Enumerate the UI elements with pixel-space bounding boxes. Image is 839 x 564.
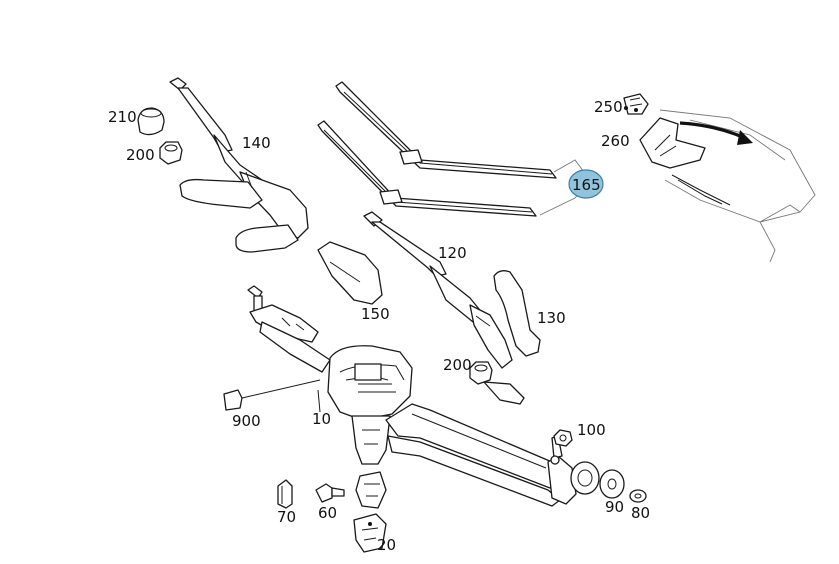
cover-part-150 bbox=[317, 241, 383, 305]
wiper-linkage-10 bbox=[247, 285, 625, 507]
callout-165-highlight bbox=[568, 169, 604, 199]
washer-part-80 bbox=[629, 489, 647, 503]
callout-165: 165 bbox=[572, 176, 601, 194]
callout-20: 20 bbox=[377, 536, 396, 554]
callout-200-upper: 200 bbox=[126, 146, 155, 164]
direction-arrow bbox=[679, 121, 753, 145]
callout-70: 70 bbox=[277, 508, 296, 526]
sensor-cover-part bbox=[639, 117, 706, 169]
callout-130: 130 bbox=[537, 309, 566, 327]
hose-part-130 bbox=[493, 270, 541, 357]
callout-10: 10 bbox=[312, 410, 331, 428]
callout-150: 150 bbox=[361, 305, 390, 323]
leader-line-10 bbox=[317, 389, 321, 413]
nut-part-200-lower bbox=[469, 361, 525, 405]
callout-210: 210 bbox=[108, 108, 137, 126]
callout-200-lower: 200 bbox=[443, 356, 472, 374]
nut-part-100 bbox=[553, 429, 573, 447]
wiper-blades-165 bbox=[317, 81, 591, 217]
callout-labels: 210 200 140 165 250 260 120 150 130 200 … bbox=[108, 98, 650, 554]
wiper-arm-140 bbox=[169, 77, 309, 253]
callout-120: 120 bbox=[438, 244, 467, 262]
nut-part-200-upper bbox=[159, 141, 183, 165]
connector-part-900 bbox=[223, 379, 321, 411]
callout-250: 250 bbox=[594, 98, 623, 116]
callout-140: 140 bbox=[242, 134, 271, 152]
callout-100: 100 bbox=[577, 421, 606, 439]
car-body-outline bbox=[659, 109, 816, 263]
clip-part-20 bbox=[353, 513, 387, 553]
bracket-part bbox=[355, 471, 387, 509]
wiper-arm-120 bbox=[363, 211, 513, 369]
callout-260: 260 bbox=[601, 132, 630, 150]
cap-part-210 bbox=[137, 107, 165, 136]
cap-part-70 bbox=[277, 479, 293, 509]
rain-sensor-part bbox=[623, 93, 649, 115]
callout-60: 60 bbox=[318, 504, 337, 522]
callout-80: 80 bbox=[631, 504, 650, 522]
bolt-part-60 bbox=[315, 483, 345, 503]
callout-900: 900 bbox=[232, 412, 261, 430]
callout-90: 90 bbox=[605, 498, 624, 516]
